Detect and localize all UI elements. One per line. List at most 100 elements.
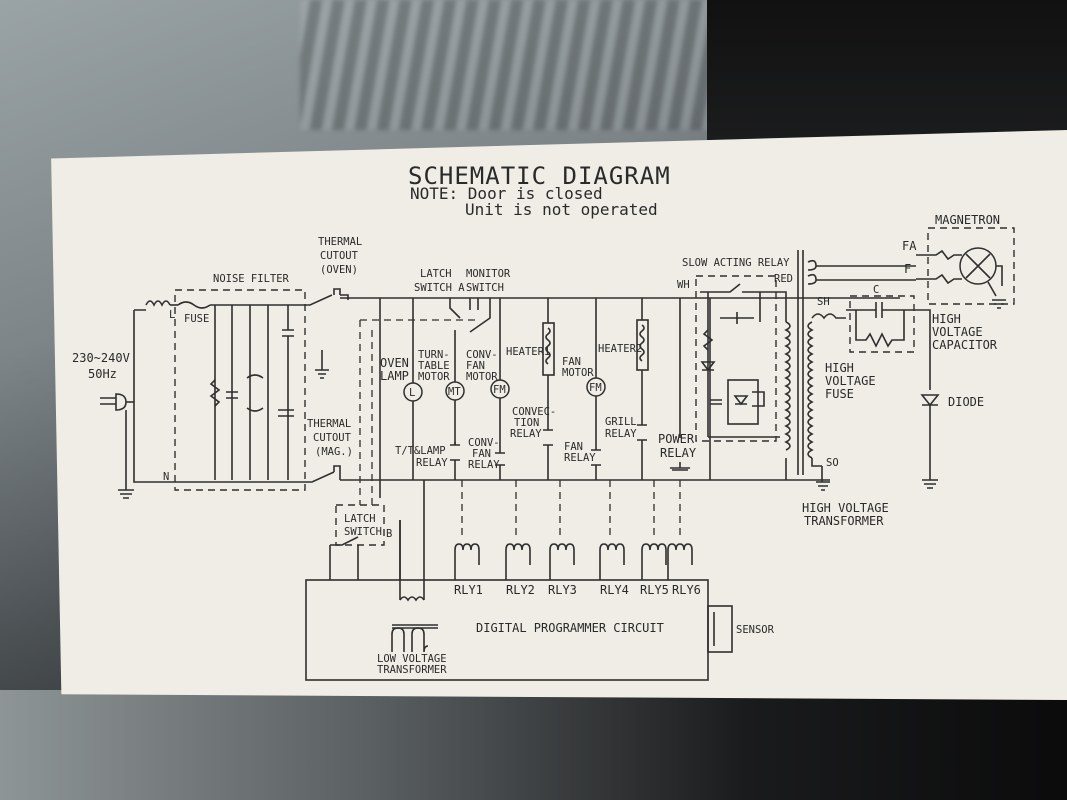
heater1-coil [545,327,551,365]
low-voltage-transformer [391,480,438,653]
latch-b-label-3: B [386,528,392,540]
supply-voltage: 230~240V [72,351,130,365]
conv-fan-relay-label-3: RELAY [468,459,500,471]
f-label: F [904,262,911,276]
latch-b-box [335,504,385,546]
conv-fan-label-3: MOTOR [466,371,498,383]
oven-lamp-label-1: OVEN [380,356,409,370]
fan-motor-symbol [586,377,606,397]
conv-fan-motor-symbol [490,379,510,399]
thermal-mag-label-1: THERMAL [307,418,351,430]
power-plug [100,393,134,499]
latch-b-label-2: SWITCH [344,526,382,538]
supply-inductor [145,300,171,307]
thermal-mag-label-3: (MAG.) [315,446,353,458]
fuse-label: FUSE [184,313,209,325]
supply-wire-l [133,309,146,402]
fan-motor-label-2: MOTOR [562,367,594,379]
diode-symbol [920,394,940,489]
diode-label: DIODE [948,395,984,409]
hv-capacitor-label-3: CAPACITOR [932,338,998,352]
conv-fan-relay-label-2: FAN [472,448,491,460]
noise-filter-internals [174,305,304,483]
programmer-label: DIGITAL PROGRAMMER CIRCUIT [476,621,664,635]
power-relay-label-2: RELAY [660,446,697,460]
conv-fan-relay-contact [495,452,505,466]
grill-relay-label-2: RELAY [605,428,637,440]
latch-b-contact [329,520,401,580]
conv-fan-relay-label-1: CONV- [468,437,500,449]
power-relay-contact [670,462,690,469]
supply-wire-n [133,402,174,483]
lv-transformer-label-1: LOW VOLTAGE [377,653,447,665]
sensor-connector [707,605,733,653]
magnetron-symbol [916,247,1006,309]
linkage-dashed-vertical [359,320,373,505]
convection-relay-label-2: TION [514,417,539,429]
background-reflection [300,0,720,130]
relay-coils [454,543,693,580]
turntable-symbol-text: MT [448,386,461,398]
heater1-symbol [542,322,555,376]
turntable-motor-symbol [445,381,465,401]
high-voltage-transformer [784,250,916,480]
fan-relay-label-2: RELAY [564,452,596,464]
turntable-label-3: MOTOR [418,371,450,383]
sh-label: SH [817,296,830,308]
power-relay-wire [672,298,688,471]
thermal-oven-label-2: CUTOUT [320,250,359,262]
relay-label-rly4: RLY4 [600,583,629,597]
thermal-oven-switch [300,288,349,306]
grill-relay-contact [637,424,647,441]
hv-transformer-label-2: TRANSFORMER [804,514,884,528]
so-label: SO [826,457,839,469]
relay-label-rly3: RLY3 [548,583,577,597]
wh-label: WH [677,279,690,291]
hv-ground [816,466,830,491]
relay-label-rly6: RLY6 [672,583,701,597]
background-dark-area [707,0,1067,140]
conv-fan-symbol-text: FM [493,384,506,396]
slow-acting-relay-internals [700,283,787,438]
magnetron-box [927,227,1015,305]
tt-lamp-relay-contact [450,442,460,461]
fuse-component [177,301,300,309]
turntable-label-2: TABLE [418,360,450,372]
thermal-mag-label-2: CUTOUT [313,432,352,444]
oven-lamp-symbol [403,382,423,402]
hv-fuse-label-2: VOLTAGE [825,374,876,388]
fan-relay-contact [591,449,601,466]
latch-monitor-switch [449,298,491,333]
background-surface [0,690,1067,800]
note-line-1: NOTE: Door is closed [410,184,603,203]
tt-lamp-relay-label-1: T/T&LAMP [395,445,446,457]
lv-transformer-label-2: TRANSFORMER [377,664,447,676]
oven-lamp-symbol-text: L [409,387,415,399]
oven-lamp-label-2: LAMP [380,369,409,383]
ground-mid [315,350,329,379]
noise-filter-label: NOISE FILTER [213,273,290,285]
conv-fan-label-2: FAN [466,360,485,372]
latch-a-label-2: SWITCH A [414,282,465,294]
fan-motor-symbol-text: FM [589,382,602,394]
diagram-title: SCHEMATIC DIAGRAM [408,162,671,190]
hv-fuse-label-1: HIGH [825,361,854,375]
relay-coil-links [461,480,681,540]
power-relay-label-1: POWER [658,432,695,446]
neutral-label: N [163,471,169,483]
supply-frequency: 50Hz [88,367,117,381]
relay-label-rly5: RLY5 [640,583,669,597]
heater1-label: HEATER1 [506,346,550,358]
relay-label-rly2: RLY2 [506,583,535,597]
heater2-coil [639,324,645,362]
hv-capacitor-label-1: HIGH [932,312,961,326]
tt-lamp-relay-label-2: RELAY [416,457,448,469]
convection-relay-contact [543,429,553,446]
note-line-2: Unit is not operated [465,200,658,219]
hv-capacitor-label-2: VOLTAGE [932,325,983,339]
slow-acting-relay-box [695,275,777,442]
capacitor-c-label: C [873,284,879,296]
magnetron-label: MAGNETRON [935,213,1000,227]
fan-relay-label-1: FAN [564,441,583,453]
